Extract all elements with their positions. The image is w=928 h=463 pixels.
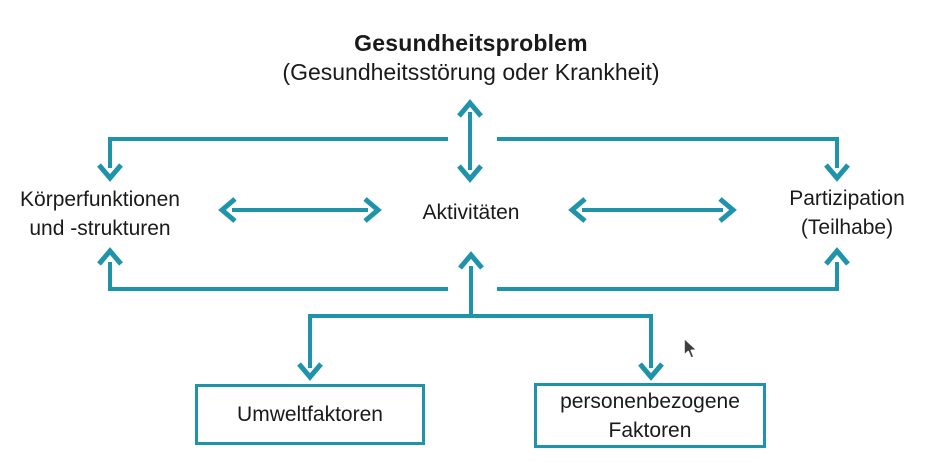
personal-factors-box: personenbezogene Faktoren	[534, 383, 766, 448]
node-participation: Partizipation (Teilhabe)	[747, 184, 928, 242]
top-bracket-arrow	[97, 137, 850, 182]
node-body-functions-line1: Körperfunktionen	[20, 188, 180, 211]
vertical-double-arrow	[457, 99, 483, 183]
bottom-bracket-arrow	[97, 247, 850, 291]
left-double-arrow	[218, 197, 382, 223]
node-body-functions: Körperfunktionen und -strukturen	[0, 185, 203, 243]
node-participation-line1: Partizipation	[789, 187, 905, 210]
center-up-arrow	[458, 251, 484, 316]
factors-branch-arrows	[297, 314, 664, 381]
node-body-functions-line2: und -strukturen	[29, 217, 171, 240]
personal-factors-line1: personenbezogene	[560, 389, 740, 413]
node-participation-line2: (Teilhabe)	[800, 216, 894, 239]
node-activities: Aktivitäten	[422, 201, 520, 224]
diagram-subtitle: (Gesundheitsstörung oder Krankheit)	[282, 59, 660, 85]
diagram-title: Gesundheitsproblem	[354, 30, 588, 56]
right-double-arrow	[568, 197, 737, 223]
environment-factors-label: Umweltfaktoren	[237, 403, 383, 426]
mouse-cursor-icon	[683, 337, 699, 360]
personal-factors-label: personenbezogene Faktoren	[560, 387, 740, 445]
personal-factors-line2: Faktoren	[608, 418, 692, 442]
environment-factors-box: Umweltfaktoren	[195, 384, 425, 445]
